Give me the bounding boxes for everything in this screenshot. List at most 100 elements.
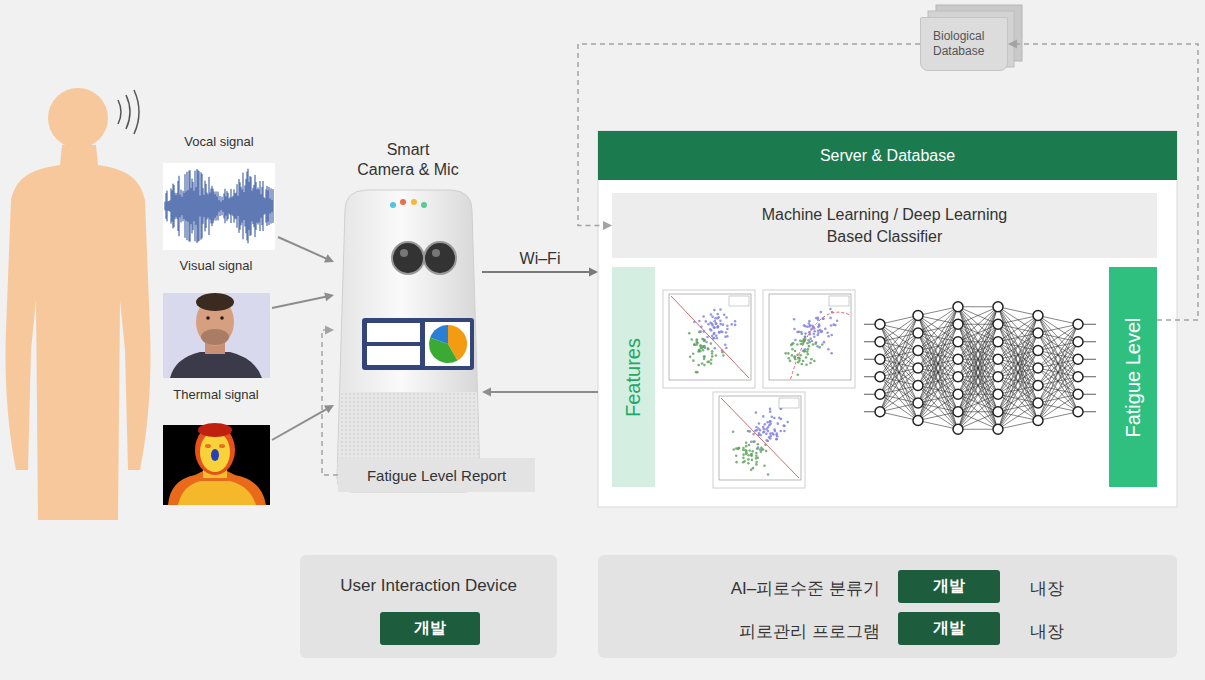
plot-dot <box>690 338 693 341</box>
net-link <box>918 351 958 430</box>
net-link <box>918 307 958 316</box>
plot-dot <box>755 463 758 466</box>
wave-stroke <box>182 197 183 215</box>
badge: 개발 <box>380 612 480 645</box>
wave-stroke <box>260 181 261 231</box>
net-link <box>998 307 1038 421</box>
scatter-plot <box>763 290 855 388</box>
wave-stroke <box>167 191 168 222</box>
plot-dot <box>771 415 774 418</box>
fatigue-level-bar: Fatigue Level <box>1109 267 1157 487</box>
plot-dot <box>783 430 786 433</box>
badge: 개발 <box>898 570 1000 603</box>
plot-dot <box>826 331 829 334</box>
plot-dot <box>759 429 762 432</box>
plot-frame <box>713 392 805 488</box>
signal-node: Vocal signal <box>160 132 278 252</box>
wave-stroke <box>193 182 194 230</box>
wave-stroke <box>228 193 229 219</box>
scatter-plot <box>713 392 805 488</box>
wave-stroke <box>197 169 198 243</box>
plot-dot <box>726 335 729 338</box>
net-link <box>958 342 998 430</box>
wave-stroke <box>209 177 210 235</box>
wave-stroke <box>232 197 233 214</box>
plot-dot <box>806 353 809 356</box>
status-light <box>390 202 396 208</box>
scatter-plot <box>663 290 755 388</box>
plot-dot <box>710 329 713 332</box>
net-neuron <box>953 302 963 312</box>
net-link <box>998 316 1038 325</box>
plot-dot <box>765 433 768 436</box>
connector <box>482 268 598 277</box>
net-link <box>958 306 998 307</box>
wave-stroke <box>272 200 273 212</box>
plot-dot <box>742 453 745 456</box>
panel-label: 내장 <box>1030 620 1177 643</box>
plot-dot <box>805 363 808 366</box>
hair <box>196 293 234 311</box>
plot-dot <box>751 450 754 453</box>
waveform <box>165 169 273 244</box>
plot-dot <box>817 329 820 332</box>
plot-dot <box>829 317 832 320</box>
badge-label: 개발 <box>933 576 965 597</box>
net-neuron <box>1073 319 1083 329</box>
plot-dot <box>776 432 779 435</box>
signal-label: Visual signal <box>160 256 272 273</box>
wave-stroke <box>211 189 212 224</box>
plot-dot <box>743 460 746 463</box>
plot-dot <box>784 352 787 355</box>
vertical-label: Fatigue Level <box>1122 317 1145 437</box>
net-link <box>958 307 998 430</box>
wave-stroke <box>169 201 170 211</box>
wave-stroke <box>246 179 247 233</box>
shirt <box>170 352 262 378</box>
plot-dot <box>818 346 821 349</box>
plot-dot <box>820 331 823 334</box>
arrowhead <box>325 326 334 335</box>
plot-dot <box>725 331 728 334</box>
plot-dot <box>804 335 807 338</box>
wave-stroke <box>267 186 268 226</box>
plot-dot <box>823 341 826 344</box>
plot-dot <box>748 449 751 452</box>
wave-stroke <box>251 177 252 235</box>
net-neuron <box>953 424 963 434</box>
plot-dot <box>705 341 708 344</box>
plot-dot <box>726 328 729 331</box>
plot-dot <box>763 464 766 467</box>
wave-stroke <box>245 185 246 226</box>
plot-axes <box>669 294 751 380</box>
edge-label: Wi–Fi <box>520 250 561 268</box>
net-link <box>1038 316 1078 325</box>
screen-bar <box>367 323 420 342</box>
plot-dot <box>755 461 758 464</box>
signal-label: Vocal signal <box>160 132 278 149</box>
net-link <box>1038 324 1078 420</box>
scatter-plots <box>663 290 855 488</box>
wave-stroke <box>223 200 224 212</box>
arrowhead <box>603 221 612 230</box>
plot-dot <box>813 360 816 363</box>
net-neuron <box>913 311 923 321</box>
net-link <box>998 403 1038 429</box>
plot-dot <box>713 332 716 335</box>
plot-dot <box>792 342 795 345</box>
wave-stroke <box>237 184 238 228</box>
plot-dot <box>745 450 748 453</box>
net-link <box>998 351 1038 430</box>
plot-dot <box>713 309 716 312</box>
plot-dot <box>745 445 748 448</box>
net-link <box>998 368 1038 429</box>
plot-dot <box>809 333 812 336</box>
badge-label: 개발 <box>933 618 965 639</box>
plot-dot <box>693 343 696 346</box>
plot-dot <box>798 330 801 333</box>
net-neuron <box>1073 354 1083 364</box>
plot-dot <box>804 336 807 339</box>
plot-dot <box>748 444 751 447</box>
net-link <box>958 307 998 377</box>
net-link <box>1038 316 1078 360</box>
